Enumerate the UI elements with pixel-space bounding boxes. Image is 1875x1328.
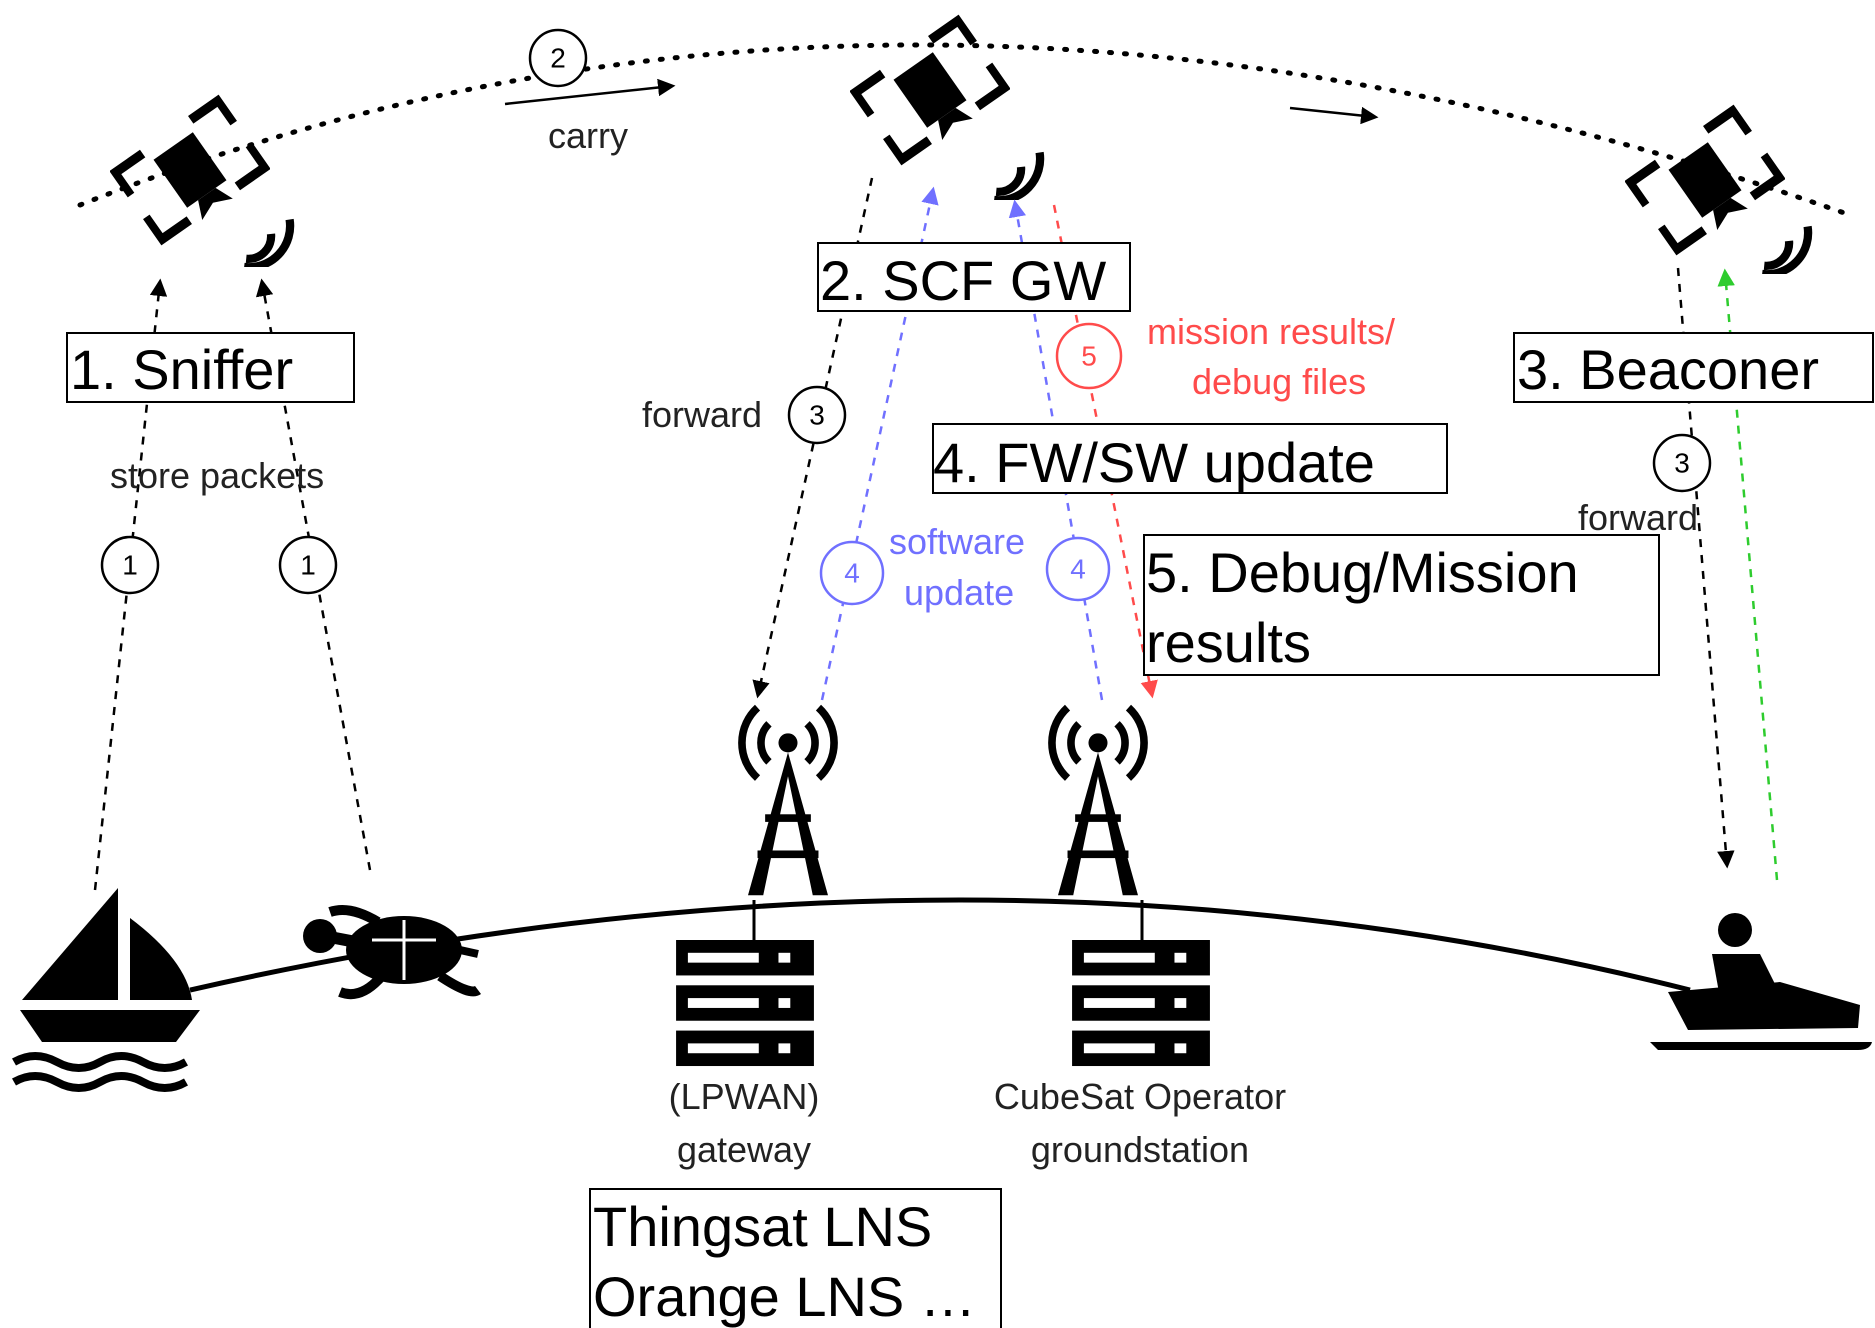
snowmobile-icon	[1650, 913, 1872, 1050]
svg-text:5. Debug/Mission: 5. Debug/Mission	[1146, 541, 1579, 604]
svg-text:results: results	[1146, 611, 1311, 674]
antenna-tower-icon	[742, 708, 834, 896]
gateway-label: (LPWAN)	[669, 1076, 820, 1117]
server-stack-icon	[1072, 940, 1210, 1067]
mission-results-label: debug files	[1192, 361, 1366, 402]
svg-text:Thingsat LNS: Thingsat LNS	[593, 1195, 932, 1258]
svg-text:Orange LNS …: Orange LNS …	[593, 1265, 976, 1328]
sea-turtle-icon	[303, 905, 481, 1000]
svg-text:4. FW/SW update: 4. FW/SW update	[933, 431, 1375, 494]
orbit-path	[77, 42, 1853, 218]
forward-label-left: forward	[642, 394, 762, 435]
software-update-label: software	[889, 521, 1025, 562]
svg-text:3: 3	[809, 400, 825, 431]
step-circle: 1	[278, 535, 338, 595]
step-circle: 2	[528, 28, 588, 88]
svg-text:1: 1	[122, 550, 138, 581]
debug-mission-role-box: 5. Debug/Mission results	[1143, 534, 1660, 676]
satellite-icon	[1625, 104, 1785, 258]
svg-text:1. Sniffer: 1. Sniffer	[70, 338, 293, 401]
server-stack-icon	[676, 940, 814, 1067]
radio-waves-icon	[244, 219, 290, 267]
sniffer-role-box: 1. Sniffer	[66, 332, 355, 403]
svg-text:4: 4	[844, 558, 860, 589]
beacon-uplink-snowmobile	[1717, 268, 1779, 881]
mission-results-label: mission results/	[1147, 311, 1395, 352]
svg-text:2: 2	[550, 43, 566, 74]
beaconer-role-box: 3. Beaconer	[1513, 332, 1874, 403]
step-circle: 1	[100, 535, 160, 595]
orbit-arrow-right	[1289, 106, 1379, 125]
groundstation-label: groundstation	[1031, 1129, 1249, 1170]
satellite-icon	[110, 94, 270, 248]
step-circle: 5	[1055, 322, 1123, 390]
step-circle: 4	[1045, 536, 1111, 602]
gateway-label: gateway	[677, 1129, 811, 1170]
store-packets-label: store packets	[110, 455, 324, 496]
radio-waves-icon	[994, 152, 1040, 200]
radio-waves-icon	[1762, 226, 1808, 274]
svg-text:5: 5	[1081, 341, 1097, 372]
step-circle: 3	[787, 385, 847, 445]
groundstation-label: CubeSat Operator	[994, 1076, 1286, 1117]
step-circle: 3	[1652, 433, 1712, 493]
sailboat-icon	[12, 888, 200, 1092]
svg-text:1: 1	[300, 550, 316, 581]
lns-box: Thingsat LNS Orange LNS …	[589, 1188, 1002, 1328]
carry-arrow	[504, 78, 676, 106]
svg-text:4: 4	[1070, 554, 1086, 585]
svg-text:3: 3	[1674, 448, 1690, 479]
carry-label: carry	[548, 115, 628, 156]
svg-text:3. Beaconer: 3. Beaconer	[1517, 338, 1819, 401]
satellite-icon	[850, 14, 1010, 168]
step-circle: 4	[819, 540, 885, 606]
fw-sw-update-role-box: 4. FW/SW update	[932, 423, 1448, 494]
antenna-tower-icon	[1052, 708, 1144, 896]
svg-text:2. SCF GW: 2. SCF GW	[820, 249, 1106, 312]
scf-gw-role-box: 2. SCF GW	[817, 242, 1131, 312]
forward-label-right: forward	[1578, 497, 1698, 538]
software-update-label: update	[904, 572, 1014, 613]
